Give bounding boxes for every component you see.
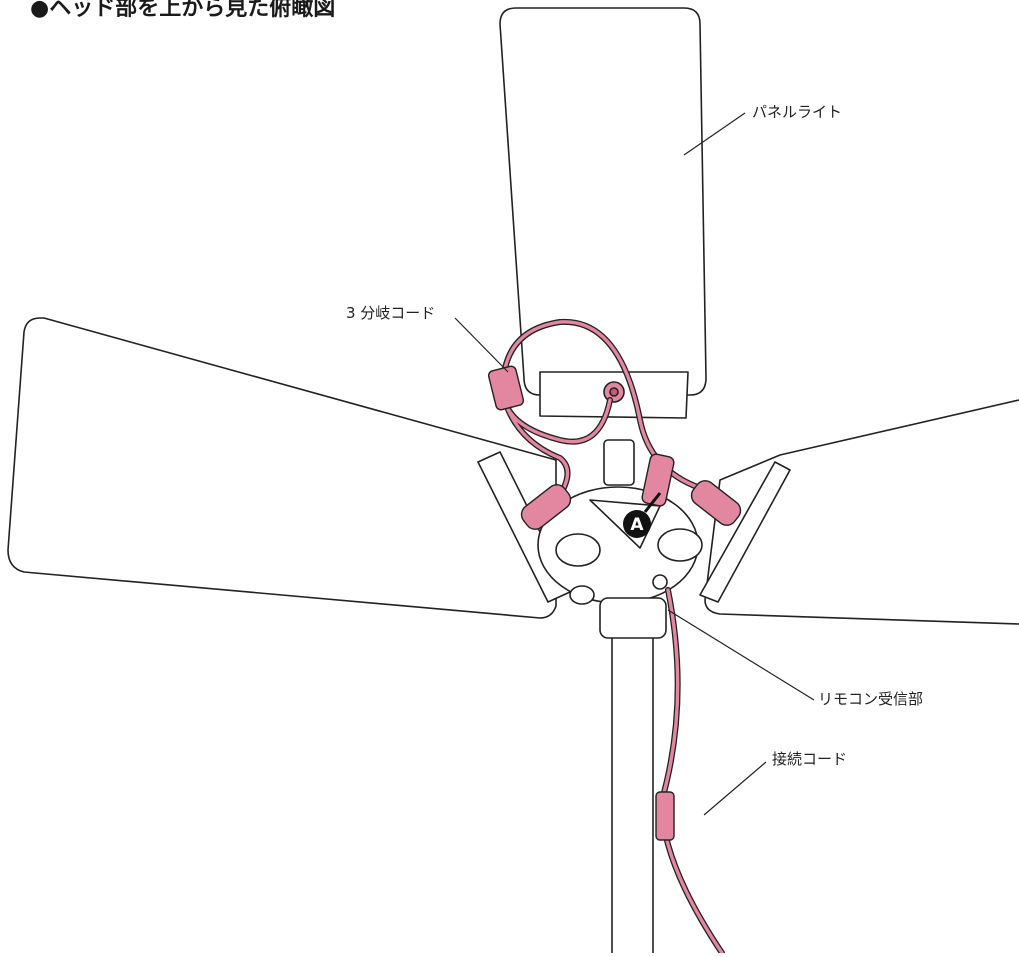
- label-connection-cord: 接続コード: [772, 750, 848, 768]
- bracket-right: [699, 461, 791, 603]
- connection-cord-outline: [658, 587, 725, 956]
- plug-left: [520, 484, 572, 530]
- leader-connection: [703, 761, 767, 816]
- top-socket-core: [609, 387, 619, 397]
- leader-splitter: [454, 317, 509, 373]
- panel-light-top: [499, 7, 707, 396]
- label-remote-receiver: リモコン受信部: [818, 690, 924, 708]
- marker-a-letter: A: [630, 515, 644, 535]
- stand-pole: [611, 630, 654, 953]
- plug-center: [641, 453, 675, 507]
- remote-receiver-sensor: [652, 574, 668, 590]
- plug-right: [690, 480, 742, 526]
- hub-knob-left: [555, 533, 601, 567]
- hub-screw: [569, 585, 595, 605]
- label-panel-light: パネルライト: [752, 103, 843, 121]
- inline-connector: [655, 791, 675, 841]
- marker-a-pointer: [643, 492, 662, 513]
- pole-collar: [599, 597, 667, 639]
- hub-knob-right: [657, 528, 703, 562]
- panel-light-right: [704, 399, 1019, 625]
- hub-clamp: [603, 439, 635, 486]
- label-splitter-cord: 3 分岐コード: [346, 304, 436, 322]
- panel-light-left: [7, 317, 557, 619]
- leader-remote: [667, 609, 815, 701]
- marker-a-badge: [623, 510, 651, 538]
- page-title: ●ヘッド部を上から見た俯瞰図: [30, 0, 336, 21]
- splitter-box: [487, 365, 525, 411]
- leader-panel-light: [683, 112, 746, 156]
